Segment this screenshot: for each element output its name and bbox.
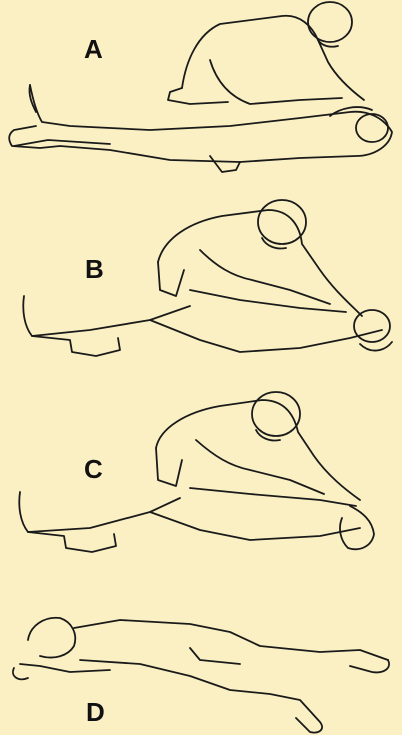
panel-d-recovery-position [13, 618, 389, 733]
